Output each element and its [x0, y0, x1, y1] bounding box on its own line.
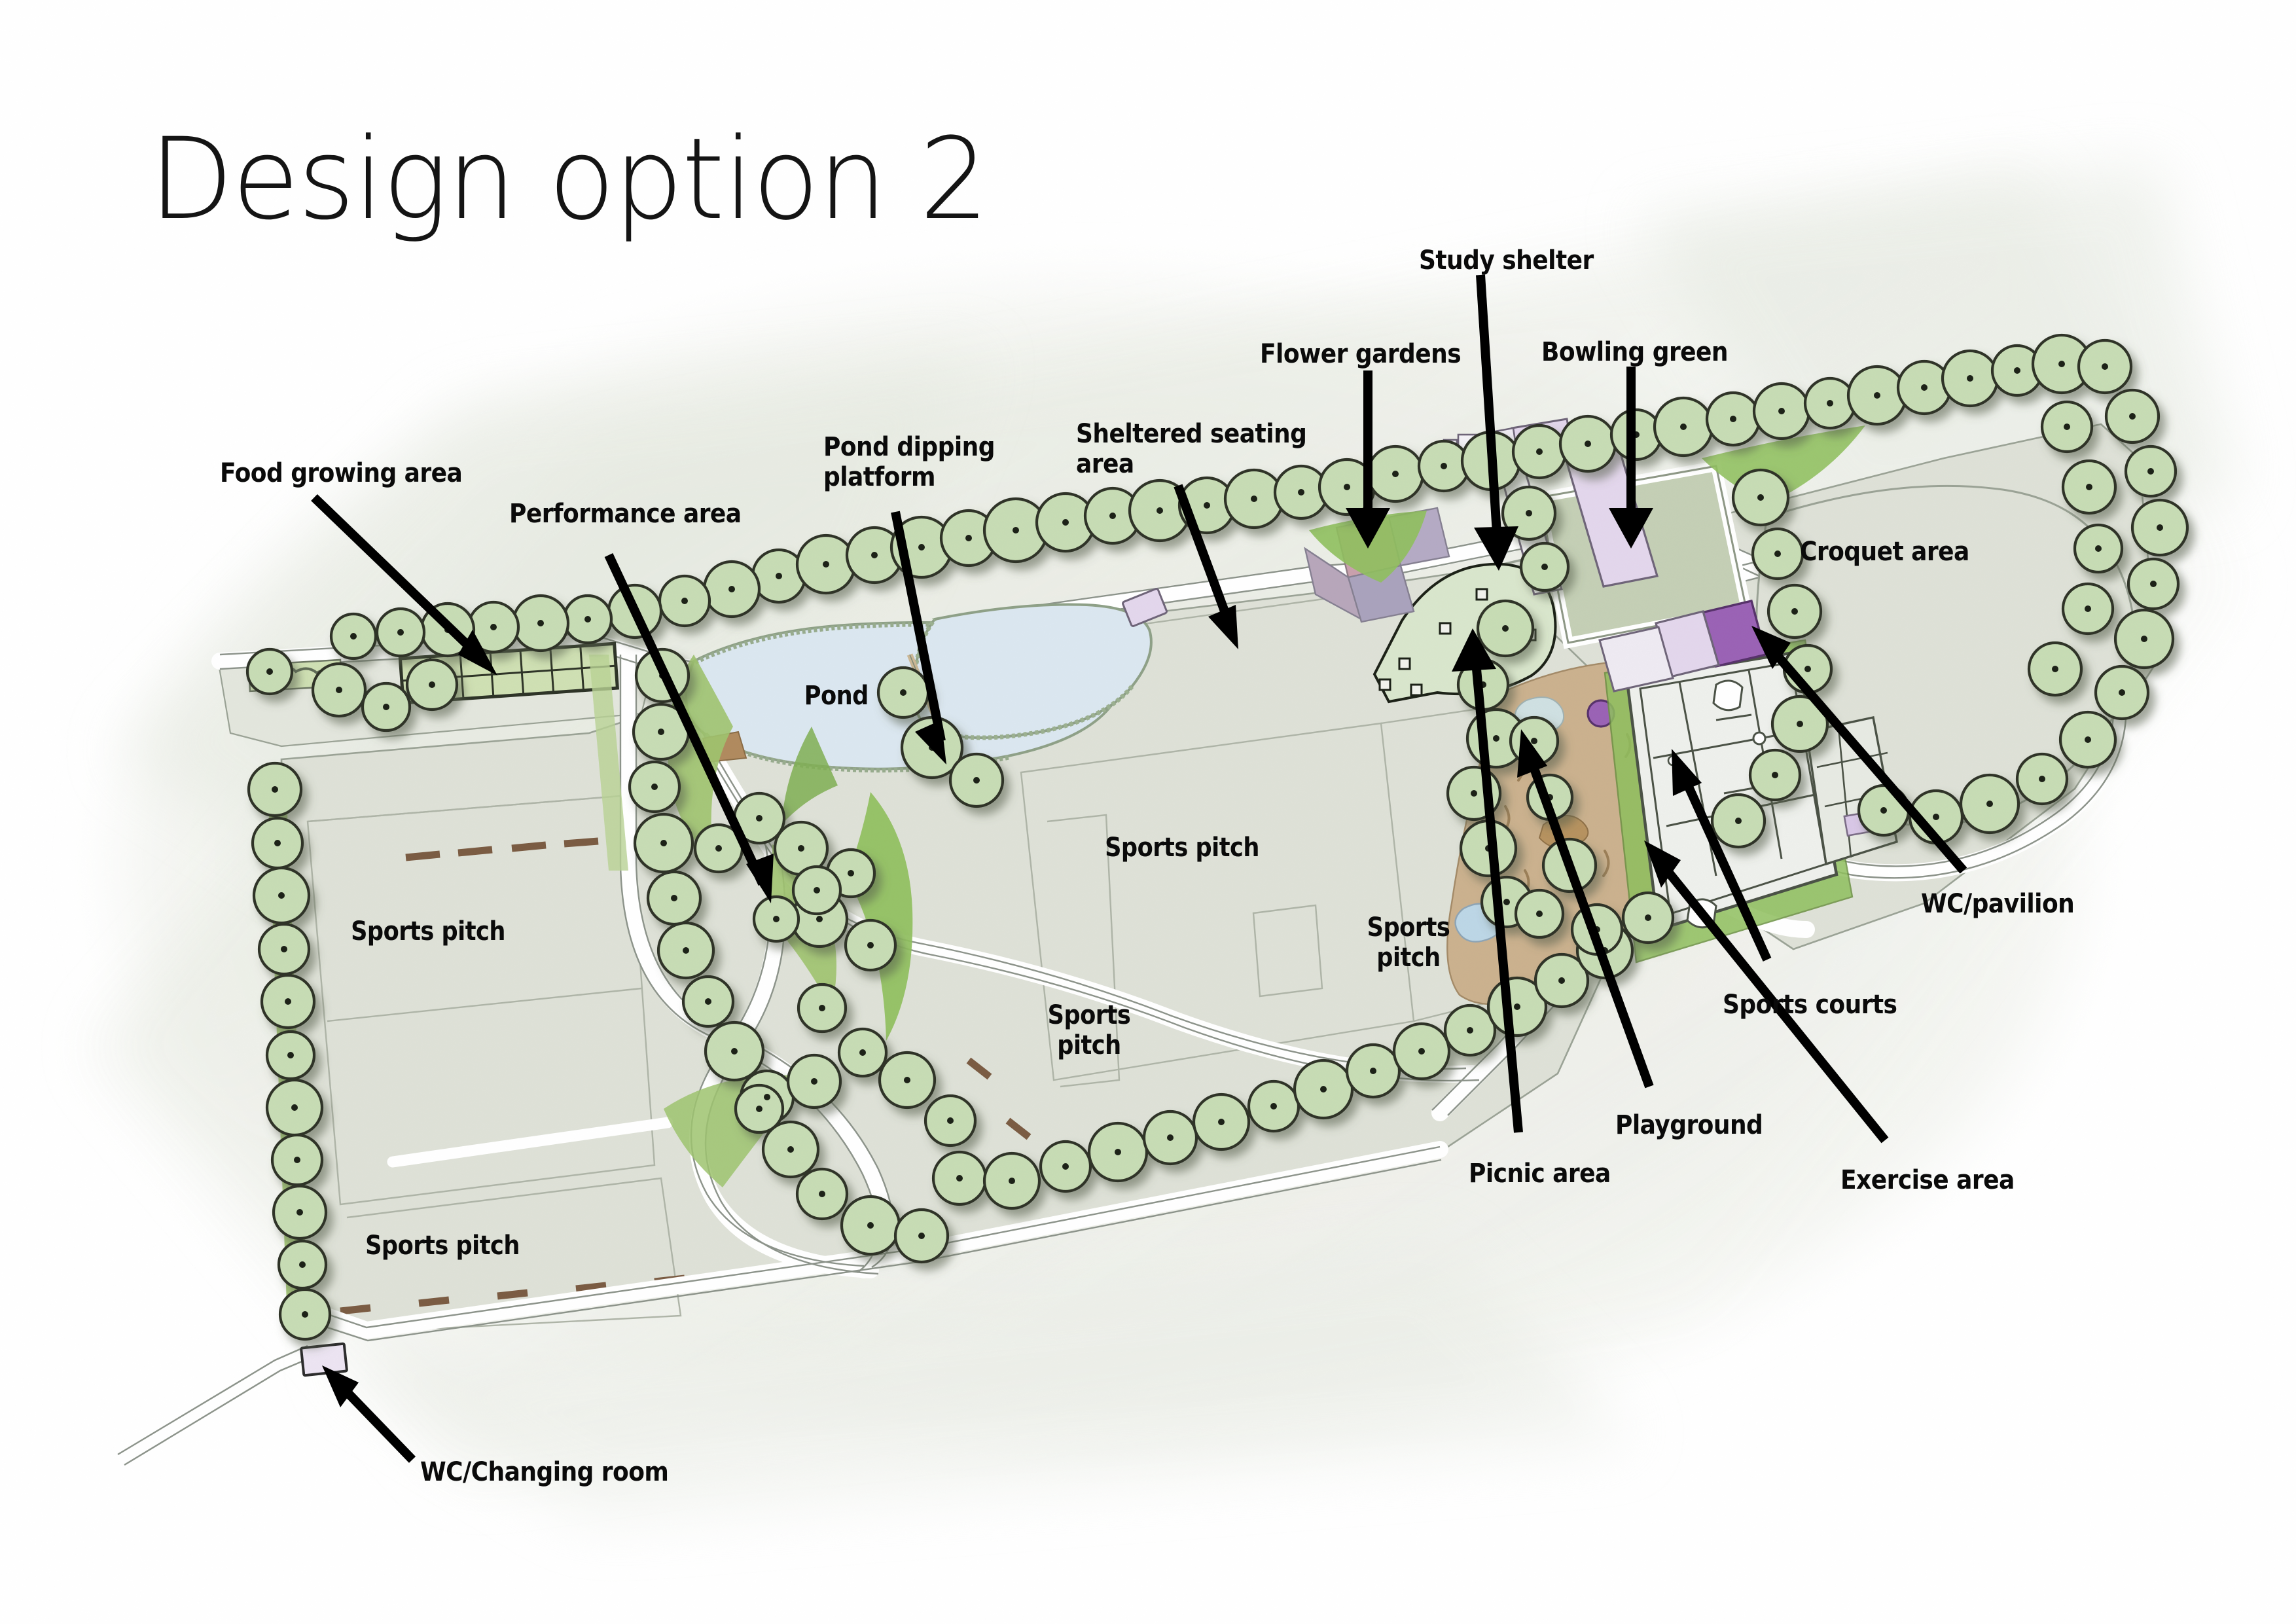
- map-label-pond: Pond: [804, 681, 869, 711]
- pitch-goal-line: [387, 1117, 673, 1168]
- green-verges: [267, 425, 1865, 1304]
- callout-label-sheltered-seating-area: Sheltered seating area: [1076, 419, 1307, 480]
- callout-label-performance-area: Performance area: [509, 499, 742, 529]
- arrow-food-growing-area: [311, 494, 497, 676]
- callout-label-bowling-green: Bowling green: [1541, 337, 1729, 367]
- flower-gardens: [1304, 507, 1450, 623]
- path-network: [117, 508, 2129, 1466]
- map-label-sports-pitch-west-2: Sports pitch: [365, 1231, 520, 1261]
- arrow-study-shelter: [1474, 274, 1518, 571]
- food-growing-area-beds: [247, 641, 620, 705]
- sports-courts: [1604, 639, 1854, 964]
- buildings: [300, 418, 1768, 1377]
- callout-label-sports-courts: Sports courts: [1723, 990, 1897, 1020]
- callout-label-food-growing-area: Food growing area: [220, 458, 463, 488]
- callout-label-flower-gardens: Flower gardens: [1260, 339, 1462, 369]
- wc-pavilion-building: [1700, 599, 1768, 668]
- exercise-area: [1805, 715, 1898, 866]
- arrow-wc-pavilion: [1751, 626, 1967, 874]
- arrow-picnic-area: [1452, 628, 1523, 1133]
- callout-label-study-shelter: Study shelter: [1419, 245, 1594, 276]
- playground-feature-marker: [1587, 699, 1615, 728]
- pond: [685, 587, 1168, 779]
- callout-label-picnic-area: Picnic area: [1469, 1159, 1611, 1189]
- map-label-sports-pitch-mid-1: Sports pitch: [1105, 833, 1259, 863]
- arrow-bowling-green: [1609, 367, 1653, 549]
- map-label-sports-pitch-east: Sports pitch: [1367, 912, 1450, 973]
- callout-label-croquet-area: Croquet area: [1800, 537, 1969, 567]
- pond-dipping-platform-deck: [1122, 587, 1168, 628]
- callout-label-wc-pavilion: WC/pavilion: [1921, 889, 2075, 919]
- wc-changing-room-building: [300, 1342, 348, 1377]
- study-shelter-garden: [1372, 562, 1557, 704]
- map-label-sports-pitch-mid-2: Sports pitch: [1047, 1000, 1131, 1060]
- page-title: Design option 2: [149, 113, 989, 245]
- arrow-performance-area: [604, 553, 774, 903]
- callout-label-exercise-area: Exercise area: [1840, 1165, 2015, 1195]
- map-label-sports-pitch-west-1: Sports pitch: [351, 916, 505, 947]
- arrow-sheltered-seating-area: [1174, 484, 1238, 649]
- arrow-wc-changing-room: [322, 1365, 416, 1463]
- callout-label-playground: Playground: [1615, 1110, 1763, 1140]
- callout-label-pond-dipping-platform: Pond dipping platform: [823, 432, 995, 493]
- playground-picnic-surface: [1446, 659, 1734, 1005]
- callout-label-wc-changing-room: WC/Changing room: [420, 1457, 669, 1487]
- arrow-playground: [1517, 729, 1654, 1089]
- arrow-sports-courts: [1672, 749, 1772, 962]
- arrow-flower-gardens: [1346, 370, 1390, 549]
- arrow-pond-dipping-platform: [891, 511, 946, 765]
- bowling-green: [1533, 460, 1753, 649]
